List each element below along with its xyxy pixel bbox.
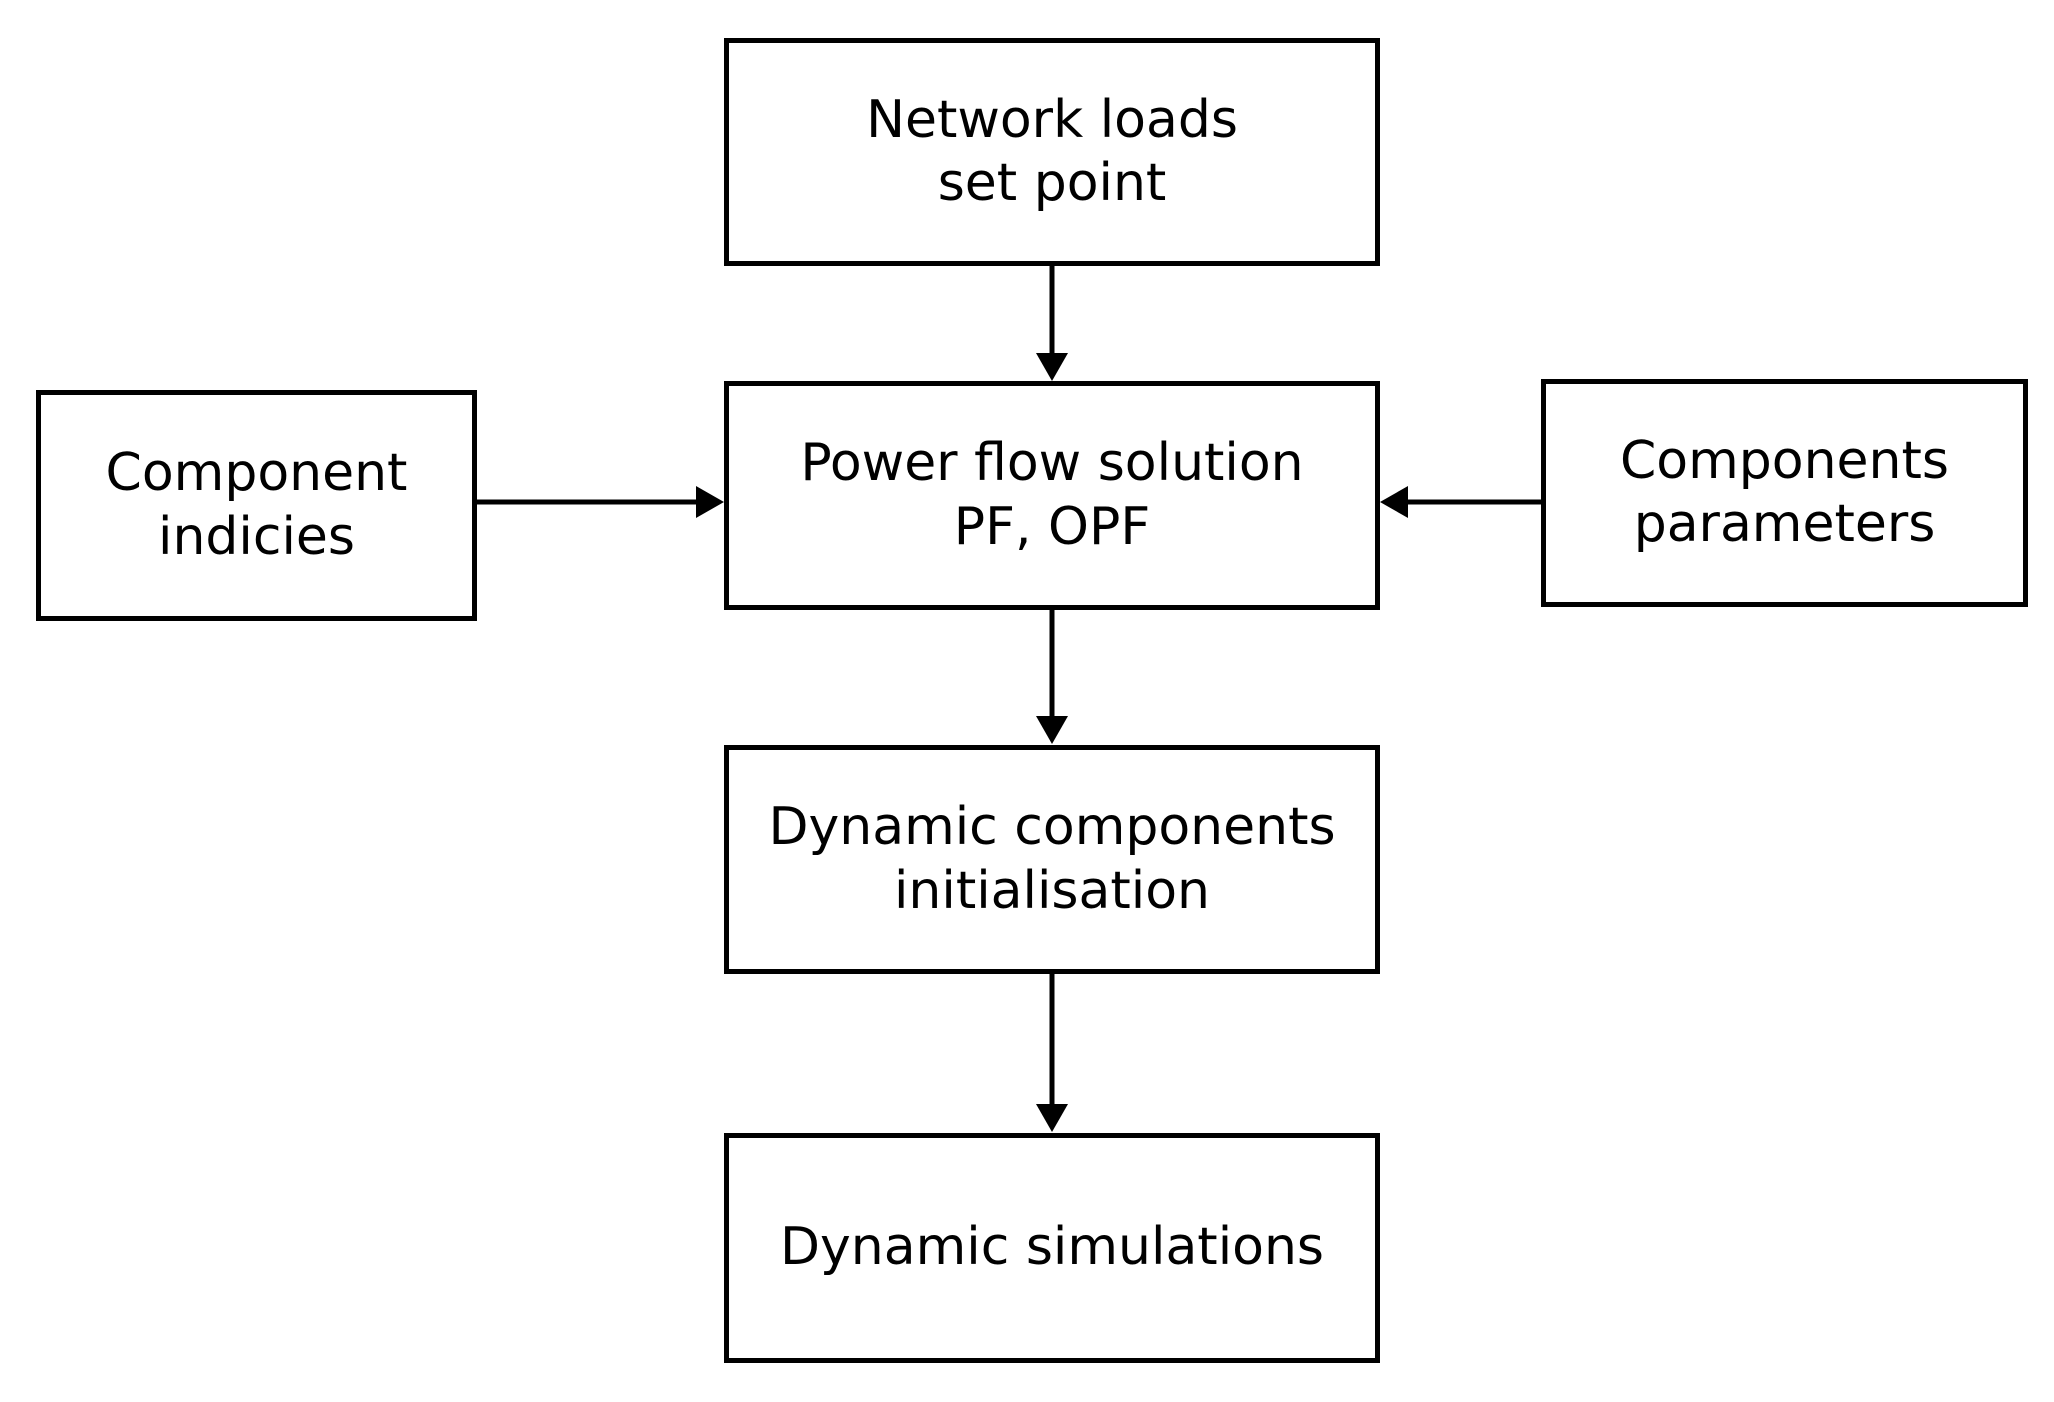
arrow-components-parameters-to-power-flow — [1380, 486, 1541, 518]
node-label: Dynamic simulations — [779, 1217, 1325, 1278]
node-network-loads-set-point: Network loads set point — [724, 38, 1380, 266]
node-label: Network loads set point — [866, 89, 1238, 213]
node-label: Dynamic components initialisation — [768, 797, 1336, 921]
node-component-indicies: Component indicies — [36, 390, 477, 621]
node-components-parameters: Components parameters — [1541, 379, 2028, 607]
arrow-power-flow-to-dynamic-initialisation — [1036, 610, 1068, 744]
node-label: Components parameters — [1620, 430, 1949, 554]
node-dynamic-components-initialisation: Dynamic components initialisation — [724, 745, 1380, 974]
node-power-flow-solution: Power flow solution PF, OPF — [724, 381, 1380, 610]
arrow-network-loads-to-power-flow — [1036, 266, 1068, 381]
arrow-dynamic-initialisation-to-dynamic-simulations — [1036, 974, 1068, 1132]
node-dynamic-simulations: Dynamic simulations — [724, 1133, 1380, 1363]
arrow-component-indicies-to-power-flow — [477, 486, 724, 518]
node-label: Component indicies — [105, 443, 408, 567]
node-label: Power flow solution PF, OPF — [800, 433, 1304, 557]
